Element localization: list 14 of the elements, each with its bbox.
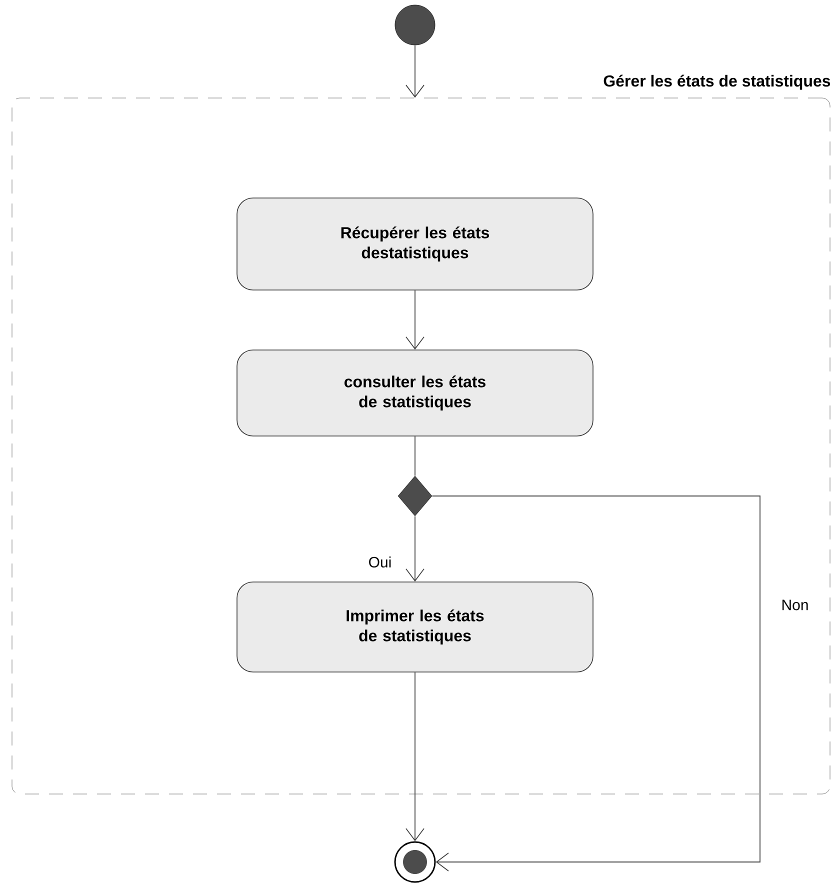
arrow: [432, 496, 760, 872]
action-box: consulter les états de statistiques: [236, 350, 594, 436]
end-node: [394, 841, 436, 883]
start-node: [394, 4, 436, 46]
decision-diamond: [398, 476, 432, 516]
arrow: [406, 672, 424, 842]
arrow: [406, 44, 424, 98]
action-box: Imprimer les états de statistiques: [236, 582, 594, 672]
region-heading: Gérer les états de statistiques: [601, 72, 833, 92]
edge-label: Oui: [366, 554, 394, 570]
edge-label: Non: [779, 598, 811, 612]
action-box: Récupérer les états destatistiques: [236, 198, 594, 290]
arrow: [406, 290, 424, 350]
arrow: [406, 516, 424, 582]
